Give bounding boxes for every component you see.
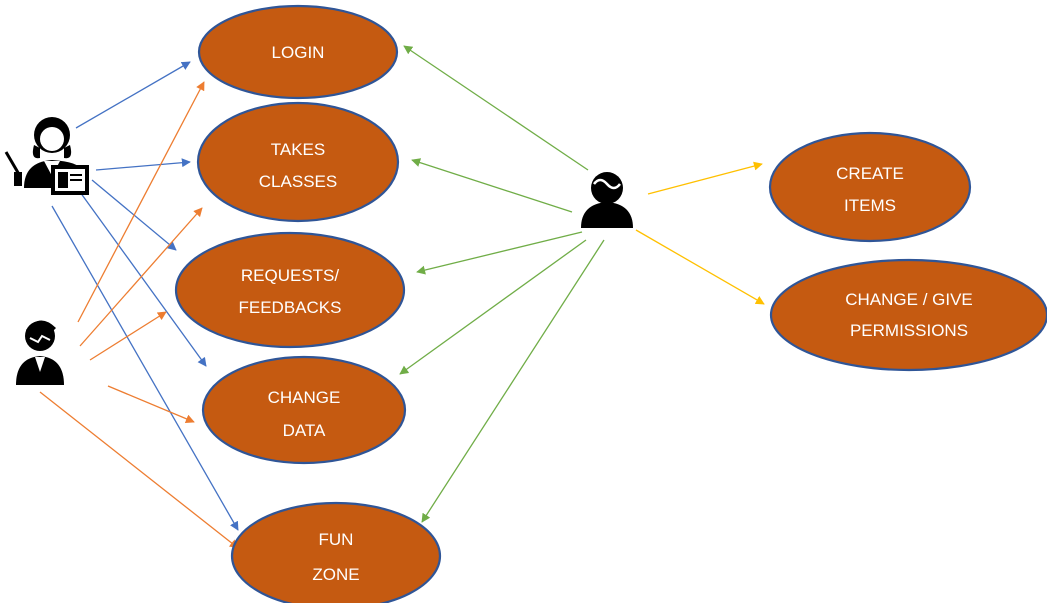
use-case-create-items[interactable]: CREATE ITEMS [768,131,972,243]
use-case-login-ellipse [197,4,399,100]
arrow-student-to-login [77,81,205,323]
use-case-change-give-permissions-label-line-2: PERMISSIONS [850,321,968,340]
arrow-student-to-requests-feedbacks [89,311,167,361]
use-case-requests-feedbacks-label-line-1: REQUESTS/ [241,266,340,285]
association-arrows [39,45,765,549]
arrow-student-to-change-data [107,385,195,424]
arrow-teacher-to-takes-classes [95,158,191,171]
use-case-change-data-label-line-2: DATA [283,421,326,440]
arrow-teacher-to-fun-zone [51,205,239,531]
use-case-change-give-permissions-label-line-1: CHANGE / GIVE [845,290,973,309]
arrow-teacher-to-change-data [79,191,207,367]
use-case-takes-classes[interactable]: TAKES CLASSES [196,101,400,223]
use-case-create-items-label-line-2: ITEMS [844,196,896,215]
use-case-fun-zone-label-line-2: ZONE [312,565,359,584]
use-case-takes-classes-label-line-1: TAKES [271,140,325,159]
arrow-admin-to-fun-zone [421,239,605,523]
arrow-admin-to-takes-classes [411,158,573,213]
use-case-login-label: LOGIN [272,43,325,62]
use-case-fun-zone-ellipse [230,501,442,603]
use-case-create-items-label-line-1: CREATE [836,164,904,183]
arrow-admin-to-create-items [647,161,763,195]
use-case-change-data-ellipse [201,355,407,465]
arrow-admin-to-change-give-permissions [635,229,765,305]
use-case-takes-classes-label-line-2: CLASSES [259,172,337,191]
arrow-admin-to-login [403,45,589,171]
use-case-create-items-ellipse [768,131,972,243]
use-case-requests-feedbacks-ellipse [174,231,406,349]
arrow-admin-to-requests-feedbacks [416,231,583,275]
use-case-requests-feedbacks[interactable]: REQUESTS/ FEEDBACKS [174,231,406,349]
use-case-change-data[interactable]: CHANGE DATA [201,355,407,465]
use-case-login[interactable]: LOGIN [197,4,399,100]
use-case-change-give-permissions-ellipse [769,258,1047,372]
use-case-fun-zone[interactable]: FUN ZONE [230,501,442,603]
use-case-change-give-permissions[interactable]: CHANGE / GIVE PERMISSIONS [769,258,1047,372]
student-icon [16,320,64,385]
use-case-requests-feedbacks-label-line-2: FEEDBACKS [239,298,342,317]
admin-user-icon [581,172,633,228]
use-case-takes-classes-ellipse [196,101,400,223]
use-case-fun-zone-label-line-1: FUN [319,530,354,549]
arrow-teacher-to-login [75,61,191,129]
arrow-student-to-fun-zone [39,391,239,549]
teacher-with-board-icon [4,117,89,195]
arrow-admin-to-change-data [399,239,587,375]
arrow-student-to-takes-classes [79,207,203,347]
use-case-change-data-label-line-1: CHANGE [268,388,341,407]
